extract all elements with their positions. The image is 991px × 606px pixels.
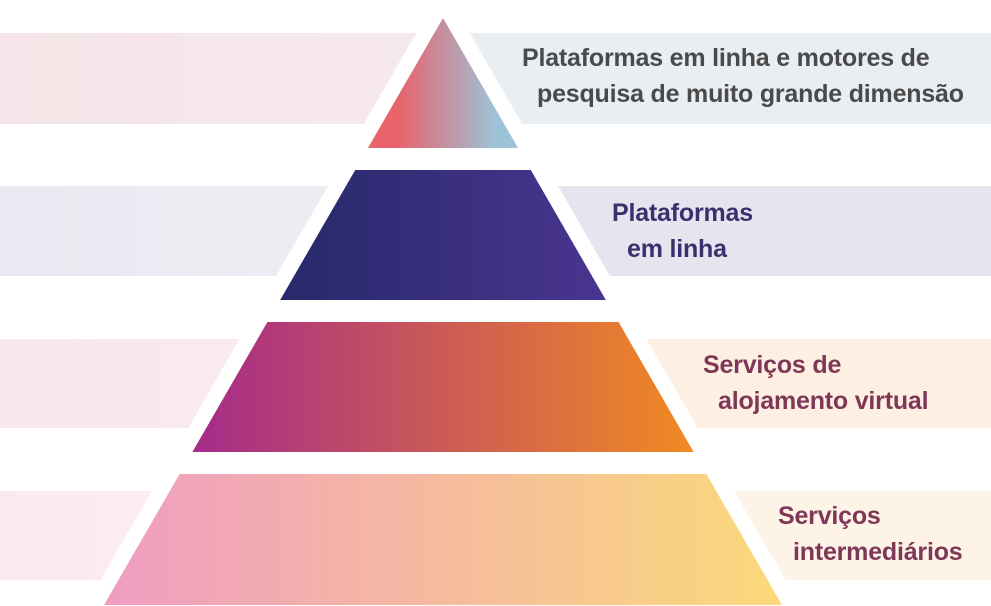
tier-label-line: Serviços bbox=[778, 502, 881, 530]
band-right-intermediary bbox=[734, 491, 991, 580]
tier-label-intermediary: Serviços intermediários bbox=[778, 498, 963, 570]
pyramid-tier-intermediary bbox=[104, 474, 782, 605]
pyramid-tier-online-platforms bbox=[280, 170, 606, 300]
band-left-intermediary bbox=[0, 491, 152, 580]
tier-label-online-platforms: Plataformas em linha bbox=[612, 195, 753, 267]
tier-label-line: alojamento virtual bbox=[718, 387, 929, 415]
band-right-vlop bbox=[469, 33, 991, 124]
tier-label-line: intermediários bbox=[793, 538, 963, 566]
tier-label-line: em linha bbox=[627, 235, 727, 263]
pyramid-tier-hosting bbox=[192, 322, 694, 452]
band-left-vlop bbox=[0, 33, 417, 124]
band-left-online-platforms bbox=[0, 186, 328, 276]
tier-label-line: Serviços de bbox=[703, 351, 842, 379]
tier-label-hosting: Serviços de alojamento virtual bbox=[703, 347, 929, 419]
band-right-online-platforms bbox=[558, 186, 991, 276]
tier-label-line: Plataformas em linha e motores de bbox=[522, 44, 930, 72]
tier-label-line: pesquisa de muito grande dimensão bbox=[537, 80, 964, 108]
tier-label-vlop: Plataformas em linha e motores de pesqui… bbox=[522, 40, 964, 112]
tier-label-line: Plataformas bbox=[612, 199, 753, 227]
band-left-hosting bbox=[0, 339, 240, 428]
band-right-hosting bbox=[646, 339, 991, 428]
pyramid-tier-vlop bbox=[367, 18, 519, 148]
